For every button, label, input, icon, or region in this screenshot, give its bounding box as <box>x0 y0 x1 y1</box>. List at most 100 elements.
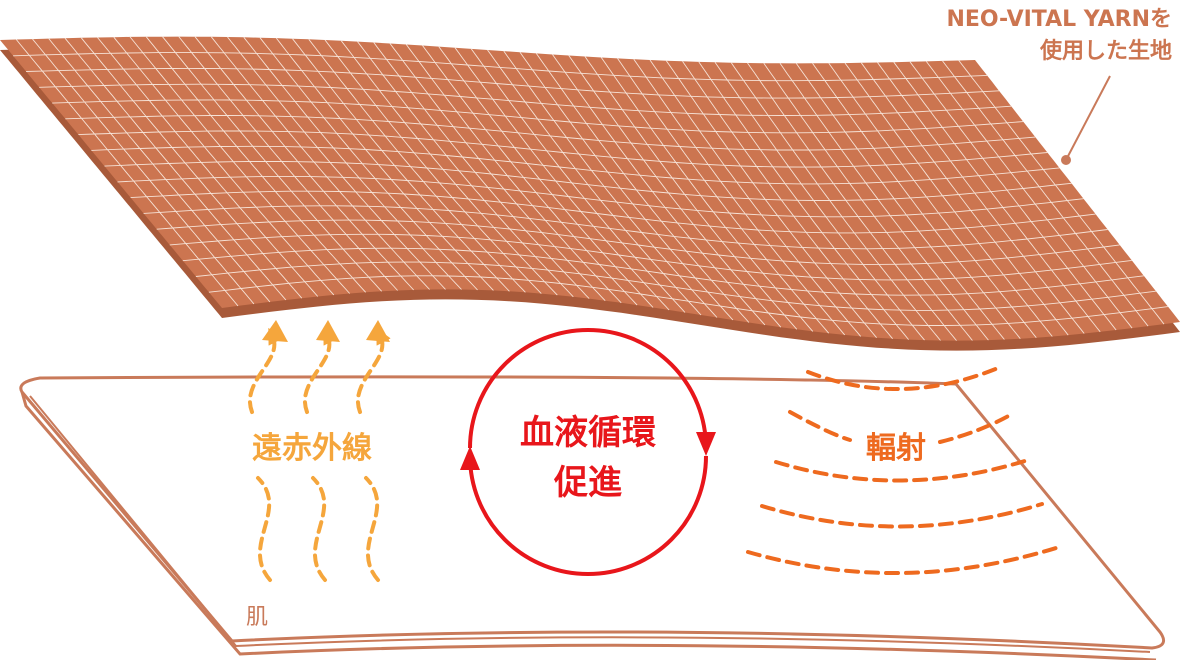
fabric-grid-line <box>519 52 734 321</box>
fabric-grid-line <box>438 46 654 308</box>
fabric-grid-line <box>665 60 877 338</box>
fabric-grid-line <box>600 57 814 332</box>
far-infrared-arrowhead-1 <box>262 320 288 342</box>
leader-dot <box>1061 155 1071 165</box>
fabric-grid-line <box>568 55 782 328</box>
fabric-grid-line <box>91 145 1060 185</box>
fabric-label-line2: 使用した生地 <box>1039 39 1172 64</box>
circulation-label-line2: 促進 <box>553 463 622 503</box>
fabric-grid-line <box>877 62 1085 334</box>
fabric-grid-line <box>210 36 430 290</box>
fabric-grid-line <box>292 38 510 292</box>
fabric-grid-line <box>78 130 1048 168</box>
fabric-grid-line <box>828 62 1037 338</box>
fabric-grid-line <box>143 205 1108 250</box>
circulation-arrowhead-right <box>696 432 716 456</box>
fabric-grid <box>13 36 1168 341</box>
fabric-grid-line <box>48 38 271 303</box>
fabric-grid-line <box>52 99 1024 134</box>
fabric-grid-line <box>194 36 414 291</box>
far-infrared-arrowhead-2 <box>316 320 340 342</box>
skin-layer <box>19 375 1166 662</box>
fabric-grid-line <box>156 219 1120 265</box>
fabric-grid-line <box>649 59 862 337</box>
radiation-wave-3 <box>774 458 1030 483</box>
fabric-grid-line <box>714 62 925 341</box>
fabric-grid-line <box>552 54 766 326</box>
fabric-label-line1: NEO-VITAL YARNを <box>946 7 1172 32</box>
fabric-grid-line <box>909 61 1117 331</box>
fabric-grid-line <box>682 61 893 339</box>
fabric-grid-line <box>357 41 574 298</box>
fabric-grid-line <box>13 52 988 82</box>
fabric-grid-line <box>470 48 686 313</box>
fabric-grid-line <box>65 115 1036 151</box>
fabric-grid-line <box>64 37 287 301</box>
fabric-sheet <box>0 36 1180 351</box>
circulation-arc-top <box>468 328 708 449</box>
skin-sheet-edge <box>20 391 1157 662</box>
fabric-grid-line <box>747 62 957 341</box>
fabric-grid-line <box>925 61 1133 329</box>
fabric-grid-line <box>162 36 383 292</box>
fabric-grid-line <box>113 36 335 296</box>
fabric-grid-line <box>227 36 446 290</box>
fabric-grid-line <box>15 39 239 307</box>
fabric-grid-line <box>942 60 1149 327</box>
leader-line <box>1065 75 1111 161</box>
far-infrared-arrow-2 <box>303 335 329 582</box>
fabric-grid-line <box>795 63 1005 340</box>
fabric-grid-line <box>178 36 398 291</box>
fabric-grid-line <box>129 36 351 294</box>
fabric-grid-line <box>958 60 1165 325</box>
fabric-grid-line <box>182 247 1144 296</box>
skin-sheet-inner <box>29 395 1151 653</box>
skin-label: 肌 <box>246 605 268 630</box>
fabric-grid-line <box>259 37 478 291</box>
fabric-grid-line <box>97 37 319 297</box>
fabric-grid-line <box>324 39 542 294</box>
fabric-grid-line <box>195 261 1156 311</box>
fabric-grid-line <box>275 37 494 291</box>
fabric-grid-line <box>779 63 989 341</box>
circulation-cycle: 血液循環 促進 <box>460 328 716 576</box>
fabric-grid-line <box>243 37 462 290</box>
skin-sheet-outline <box>19 375 1166 650</box>
radiation-wave-4 <box>760 502 1044 529</box>
far-infrared-arrow-3 <box>356 335 382 582</box>
radiation-waves <box>746 366 1058 575</box>
fabric-grid-line <box>405 44 622 304</box>
circulation-arc-bottom <box>468 455 708 576</box>
fabric-grid-line <box>535 53 750 323</box>
fabric-grid-line <box>633 58 846 336</box>
fabric-grid-line <box>584 56 798 330</box>
far-infrared-arrowheads <box>262 320 390 342</box>
radiation-wave-2 <box>788 410 1014 444</box>
fabric-grid-line <box>389 43 606 302</box>
fabric-grid-line <box>730 62 941 341</box>
fabric-grid-line <box>130 190 1096 234</box>
fabric-grid-line <box>763 62 973 341</box>
fabric-grid-line <box>844 62 1053 337</box>
fabric-grid-line <box>169 233 1132 281</box>
fabric-surface <box>0 36 1180 341</box>
fabric-grid-line <box>145 36 367 293</box>
fabric-grid-line <box>208 275 1168 326</box>
circulation-label-line1: 血液循環 <box>520 413 656 453</box>
fabric-grid-line <box>454 47 670 311</box>
fabric-grid-line <box>104 161 1072 201</box>
fabric-callout: NEO-VITAL YARNを 使用した生地 <box>946 7 1172 165</box>
fabric-grid-line <box>860 62 1069 336</box>
radiation-wave-1 <box>806 366 1000 392</box>
fabric-grid-line <box>308 39 526 293</box>
fabric-grid-line <box>893 61 1101 333</box>
circulation-arrowhead-left <box>460 446 480 470</box>
fabric-grid-line <box>812 63 1021 339</box>
fabric-grid-line <box>117 175 1084 218</box>
fabric-grid-line <box>422 45 638 306</box>
fabric-grid-line <box>487 49 702 316</box>
fabric-grid-line <box>80 37 303 299</box>
fabric-grid-line <box>698 61 909 340</box>
